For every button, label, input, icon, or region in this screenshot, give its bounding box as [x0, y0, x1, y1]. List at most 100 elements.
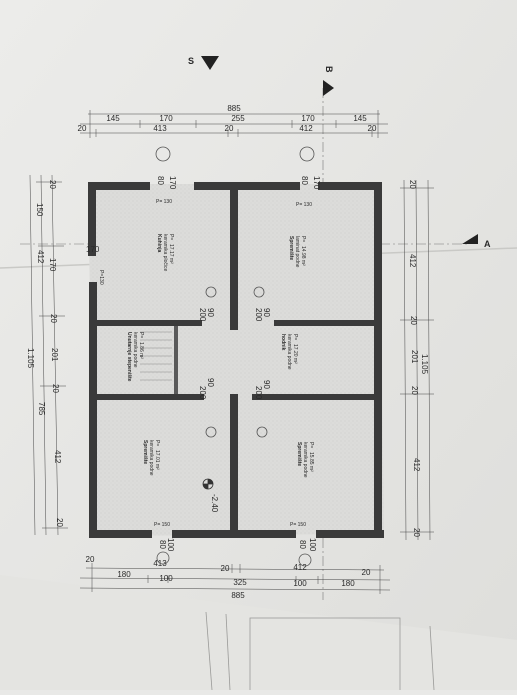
room-p: P=	[168, 234, 174, 240]
dim-right-3: 20	[409, 316, 418, 325]
room-area: 17.17 m²	[168, 244, 174, 264]
dim-left-7: 412	[53, 450, 62, 464]
stair	[140, 331, 172, 381]
dim-bottom-r1-3: 20	[221, 564, 230, 573]
dim-right-total: 1.105	[420, 354, 429, 375]
opening-bottom-right-2: 80	[298, 540, 307, 549]
dim-bottom-total: 885	[231, 591, 245, 600]
room-p: P=	[292, 334, 298, 340]
sill-bottom-right: P= 150	[290, 522, 306, 528]
section-b-arrow	[323, 80, 334, 96]
dim-top-r2-4: 412	[299, 124, 313, 133]
dim-left-total: 1.105	[26, 348, 35, 369]
dim-bottom-r2-3: 325	[233, 578, 247, 587]
dim-left-sub-1: 412	[36, 250, 45, 264]
walls	[88, 182, 384, 538]
dim-bottom-r1-1: 20	[86, 555, 95, 564]
left-dimensions	[29, 174, 68, 536]
room-spremiste-1: Spremište laminat podne P= 14.98 m²	[288, 236, 306, 268]
room-floor: keramika podne	[302, 442, 308, 478]
room-area: 17.20 m²	[292, 344, 298, 364]
dim-right-6: 412	[412, 458, 421, 472]
opening-mid-left-2: 200	[198, 308, 207, 322]
dim-top-r1-4: 170	[301, 114, 315, 123]
north-label: S	[188, 56, 194, 66]
room-name: hodnik	[280, 334, 286, 351]
dim-top-r1-3: 255	[231, 114, 245, 123]
opening-top-left-1: 80	[156, 176, 165, 185]
opening-low-right-1: 90	[262, 380, 271, 389]
dim-top-r2-2: 413	[153, 124, 167, 133]
dim-bottom-r1-4: 412	[293, 563, 307, 572]
top-dimensions	[80, 110, 388, 138]
dim-left-1: 20	[48, 180, 57, 189]
room-hodnik: hodnik keramika podne P= 17.20 m²	[280, 334, 298, 370]
dim-top-total: 885	[227, 104, 241, 113]
dim-top-r2-3: 20	[225, 124, 234, 133]
dim-top-r2-5: 20	[368, 124, 377, 133]
dim-bottom-r2-2: 100	[159, 574, 173, 583]
dim-left-3: 170	[48, 258, 57, 272]
room-kuhinja: Kuhinja keramika pločice P= 17.17 m²	[156, 234, 174, 271]
lower-sheet-outline	[205, 611, 435, 695]
room-floor: laminat podne	[294, 236, 300, 268]
room-name: Spremište	[142, 440, 148, 464]
opening-mid-right-2: 200	[254, 308, 263, 322]
dim-bottom-r2-1: 180	[117, 570, 131, 579]
lower-sheet	[0, 575, 517, 690]
opening-low-left-1: 90	[206, 378, 215, 387]
dim-top-r1-5: 145	[353, 114, 367, 123]
dim-right-7: 20	[412, 528, 421, 537]
dim-top-r1-1: 145	[106, 114, 120, 123]
dim-left-6: 20	[51, 384, 60, 393]
opening-mid-right-1: 90	[262, 308, 271, 317]
room-area: 15.85 m²	[308, 452, 314, 472]
section-b-label: B	[324, 66, 334, 73]
opening-markers	[155, 146, 315, 567]
dim-right-5: 20	[410, 386, 419, 395]
opening-bottom-right-1: 100	[308, 538, 317, 552]
section-a-label: A	[484, 239, 491, 249]
room-p: P=	[308, 442, 314, 448]
room-area: 17.01 m²	[154, 450, 160, 470]
dim-top-r2-1: 20	[78, 124, 87, 133]
room-name: Unutarnje stepenište	[126, 332, 132, 382]
room-spremiste-2: Spremište keramika podne P= 17.01 m²	[142, 440, 160, 476]
room-name: Spremište	[288, 236, 294, 260]
opening-bottom-left-2: 80	[158, 540, 167, 549]
room-area: 14.98 m²	[300, 246, 306, 266]
room-area: 1.86 m²	[138, 342, 144, 359]
opening-top-right-1: 80	[300, 176, 309, 185]
opening-low-left-2: 200	[198, 386, 207, 400]
dim-left-4: 20	[49, 314, 58, 323]
room-spremiste-3: Spremište keramika podne P= 15.85 m²	[296, 442, 314, 478]
dim-right-2: 412	[408, 254, 417, 268]
room-floor: keramika podne	[286, 334, 292, 370]
room-p: P=	[300, 236, 306, 242]
bottom-dimensions	[79, 563, 391, 594]
opening-left-window-2: P=130	[98, 270, 104, 285]
room-name: Kuhinja	[156, 234, 162, 253]
room-floor: keramika podne	[132, 332, 138, 368]
room-name: Spremište	[296, 442, 302, 466]
dim-top-r1-2: 170	[159, 114, 173, 123]
dim-right-1: 20	[408, 180, 417, 189]
dim-right-4: 201	[410, 350, 419, 364]
level-value: -2.40	[210, 494, 219, 513]
dim-bottom-r1-5: 20	[362, 568, 371, 577]
opening-mid-left-1: 90	[206, 308, 215, 317]
right-dimensions	[400, 179, 434, 541]
section-a-arrow	[462, 234, 478, 244]
dim-left-2: 150	[35, 203, 44, 217]
opening-bottom-left-1: 100	[166, 538, 175, 552]
dim-left-8: 20	[55, 518, 64, 527]
dim-bottom-r2-4: 100	[293, 579, 307, 588]
dim-left-sub-2: 785	[37, 402, 46, 416]
opening-top-right-2: 170	[312, 176, 321, 190]
room-p: P=	[154, 440, 160, 446]
dim-bottom-r2-5: 180	[341, 579, 355, 588]
level-marker: -2.40	[202, 478, 219, 513]
north-arrow	[201, 56, 219, 70]
dim-left-5: 201	[50, 348, 59, 362]
